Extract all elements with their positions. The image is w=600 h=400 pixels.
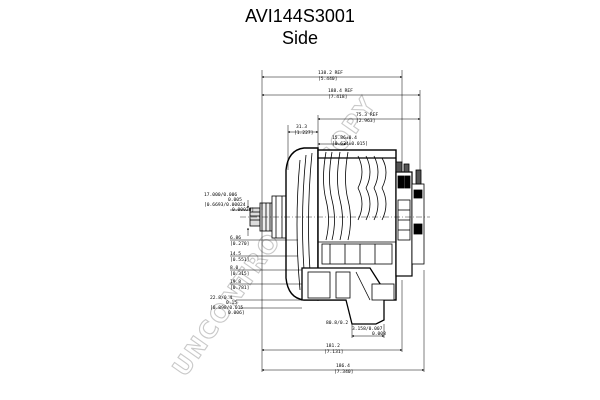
dimension-labels: 138.2 REF [5.440] 188.4 REF [7.418] 75.3… — [204, 70, 386, 375]
dim-bottom-3-in: [7.340] — [334, 369, 353, 375]
dim-bottom-3-mm: 186.4 — [336, 363, 350, 369]
dim-top-3-mm: 75.3 REF — [356, 112, 378, 118]
dim-top-1-mm: 138.2 REF — [318, 70, 343, 76]
dim-top-2-in: [7.418] — [328, 94, 347, 100]
dim-left-4-in: [0.781] — [230, 285, 249, 291]
dim-left-2-mm: 14.5 — [230, 251, 241, 257]
dim-shaft-2: 0.005 — [228, 197, 242, 203]
dim-left-4-mm: 19.8 — [230, 279, 241, 285]
dim-bottom-2-in: [7.131] — [324, 349, 343, 355]
dim-shaft-4: 0.00020] — [232, 207, 254, 213]
dim-left-1-in: [0.270] — [230, 241, 249, 247]
dim-left-5-4: 0.006] — [228, 310, 245, 316]
dim-top-5-in: [0.624±0.015] — [332, 141, 368, 147]
dim-top-4-mm: 31.3 — [296, 124, 307, 130]
alternator-side-view — [240, 147, 430, 325]
part-number-title: AVI144S3001 — [245, 6, 355, 26]
dim-top-3-in: [2.963] — [356, 118, 375, 124]
dim-bottom-1-in: 3.158/0.007 — [352, 326, 383, 332]
dim-left-1-mm: 6.86 — [230, 235, 241, 241]
dim-left-2-in: [0.551] — [230, 257, 249, 263]
dim-left-3-mm: 8.0 — [230, 265, 239, 271]
dim-top-1-in: [5.440] — [318, 76, 337, 82]
dim-left-3-in: [0.315] — [230, 271, 249, 277]
dim-top-5-mm: 15.86±0.4 — [332, 135, 357, 141]
dim-left-5-1: 22.8/0.4 — [210, 295, 232, 301]
dim-left-5-2: 0.15 — [226, 300, 237, 306]
dim-top-4-in: [1.227] — [294, 130, 313, 136]
dim-bottom-1-mm: 80.8/0.2 — [326, 320, 348, 326]
dim-top-2-mm: 188.4 REF — [328, 88, 353, 94]
dim-bottom-2-mm: 181.2 — [326, 343, 340, 349]
view-subtitle: Side — [281, 28, 319, 48]
dim-shaft-1: 17.000/0.006 — [204, 192, 237, 198]
dim-bottom-1-tol: 0.008 — [372, 331, 386, 337]
dimension-lines — [230, 70, 425, 372]
dim-left-5-3: [0.898/0.015 — [210, 305, 243, 311]
dim-shaft-3: [0.6693/0.00024 — [204, 202, 246, 208]
